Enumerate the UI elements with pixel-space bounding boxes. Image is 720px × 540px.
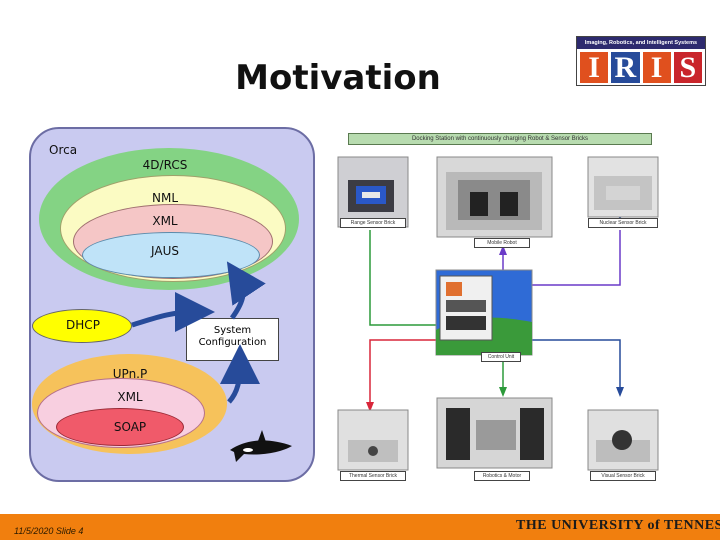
dhcp-node: DHCP (32, 309, 132, 343)
iris-logo: Imaging, Robotics, and Intelligent Syste… (576, 36, 706, 86)
dhcp-label: DHCP (66, 318, 100, 332)
footer-date-slide: 11/5/2020 Slide 4 (14, 526, 83, 536)
orca-label: Orca (49, 143, 78, 157)
logo-letter-r: R (611, 52, 640, 83)
logo-letter-s: S (673, 52, 702, 83)
logo-letters: I R I S (577, 49, 705, 86)
footer-date: 11/5/2020 (14, 526, 54, 536)
photo-visual-sensor-brick (587, 409, 659, 471)
docking-station-banner: Docking Station with continuously chargi… (348, 133, 652, 145)
xml-label: XML (152, 214, 178, 228)
nml-label: NML (151, 191, 178, 205)
slide-footer (0, 514, 720, 540)
photo-thermal-sensor-brick (337, 409, 409, 471)
logo-letter-i-2: I (642, 52, 671, 83)
upnp-label: UPn.P (112, 367, 148, 381)
photo-nuclear-sensor-brick (587, 156, 659, 218)
caption-thermal-sensor-brick: Thermal Sensor Brick (340, 471, 406, 481)
caption-visual-sensor-brick: Visual Sensor Brick (590, 471, 656, 481)
arrow-dhcp-to-config (131, 292, 215, 333)
caption-mobile-robot: Mobile Robot (474, 238, 530, 248)
university-logo: THE UNIVERSITY of TENNESSEE (516, 518, 720, 533)
photo-range-sensor-brick (337, 156, 409, 228)
photo-robotics-motor (436, 397, 553, 469)
logo-letter-i: I (580, 52, 609, 83)
jaus-label: JAUS (151, 244, 179, 258)
caption-robotics-motor: Robotics & Motor (474, 471, 530, 481)
caption-nuclear-sensor-brick: Nuclear Sensor Brick (588, 218, 658, 228)
xml-label-2: XML (117, 390, 143, 404)
photo-control-unit (435, 269, 533, 356)
system-config-line1: System (213, 325, 252, 336)
soap-layer (56, 408, 184, 446)
logo-tagline: Imaging, Robotics, and Intelligent Syste… (577, 37, 705, 49)
caption-range-sensor-brick: Range Sensor Brick (340, 218, 406, 228)
connection-lines (369, 230, 621, 405)
soap-label: SOAP (113, 420, 147, 434)
orca-whale-icon (230, 430, 292, 462)
footer-slide-number: Slide 4 (55, 526, 84, 536)
rcs-label: 4D/RCS (142, 158, 188, 172)
arrow-config-to-jaus (226, 261, 266, 320)
arrow-soap-to-config (219, 344, 260, 404)
system-config-line2: Configuration (198, 337, 267, 348)
slide-title: Motivation (235, 58, 441, 98)
photo-mobile-robot (436, 156, 553, 238)
caption-control-unit: Control Unit (481, 352, 521, 362)
